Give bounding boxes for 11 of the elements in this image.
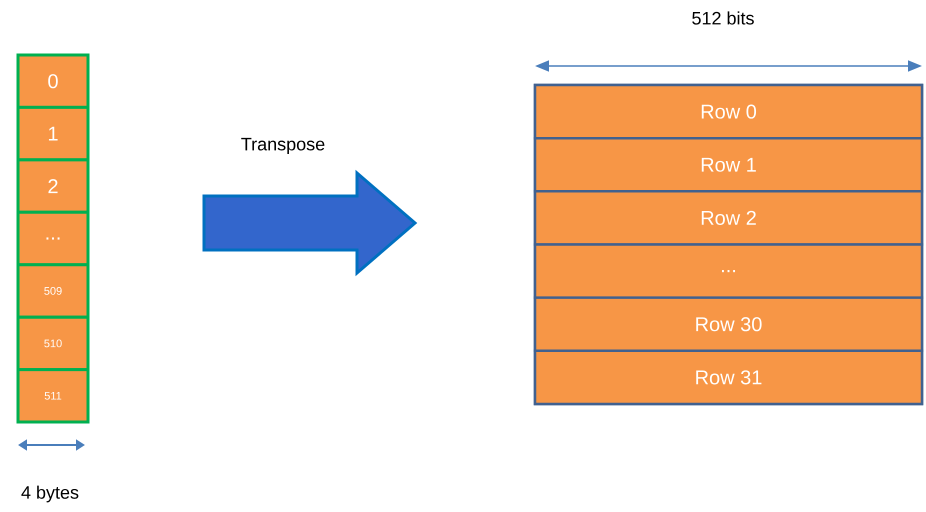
byte-cell: 511 bbox=[16, 368, 90, 424]
byte-cell: ... bbox=[16, 210, 90, 266]
edge-label: Transpose bbox=[241, 138, 324, 154]
byte-cell: 2 bbox=[16, 158, 90, 214]
byte-cell: 0 bbox=[16, 54, 90, 109]
dimension-label: 512 bits bbox=[692, 11, 754, 25]
byte-cell: 1 bbox=[16, 106, 90, 162]
block-arrow bbox=[202, 170, 418, 276]
dimension-label: 4 bytes bbox=[21, 486, 78, 502]
byte-cell: 510 bbox=[16, 316, 90, 372]
byte-cell: 509 bbox=[16, 263, 90, 319]
